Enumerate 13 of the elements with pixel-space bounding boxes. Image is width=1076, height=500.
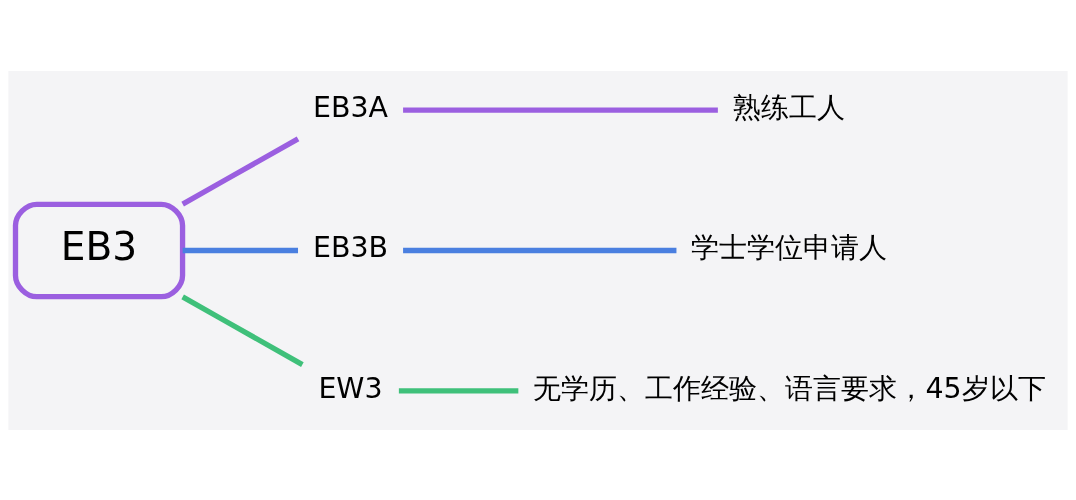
- connector: [403, 106, 718, 113]
- connector: [403, 247, 677, 253]
- node-text: 无学历、工作经验、语言要求，45岁以下: [533, 371, 1046, 405]
- node-text: EB3A: [313, 90, 388, 124]
- node-text: 学士学位申请人: [691, 230, 888, 264]
- connector: [181, 136, 300, 206]
- node-text: 熟练工人: [733, 90, 846, 124]
- connector: [181, 294, 304, 367]
- node-box: EB3: [12, 201, 186, 299]
- node-text: EB3B: [312, 230, 389, 264]
- connector: [182, 247, 298, 253]
- connector: [398, 387, 519, 394]
- node-text: EW3: [318, 371, 383, 405]
